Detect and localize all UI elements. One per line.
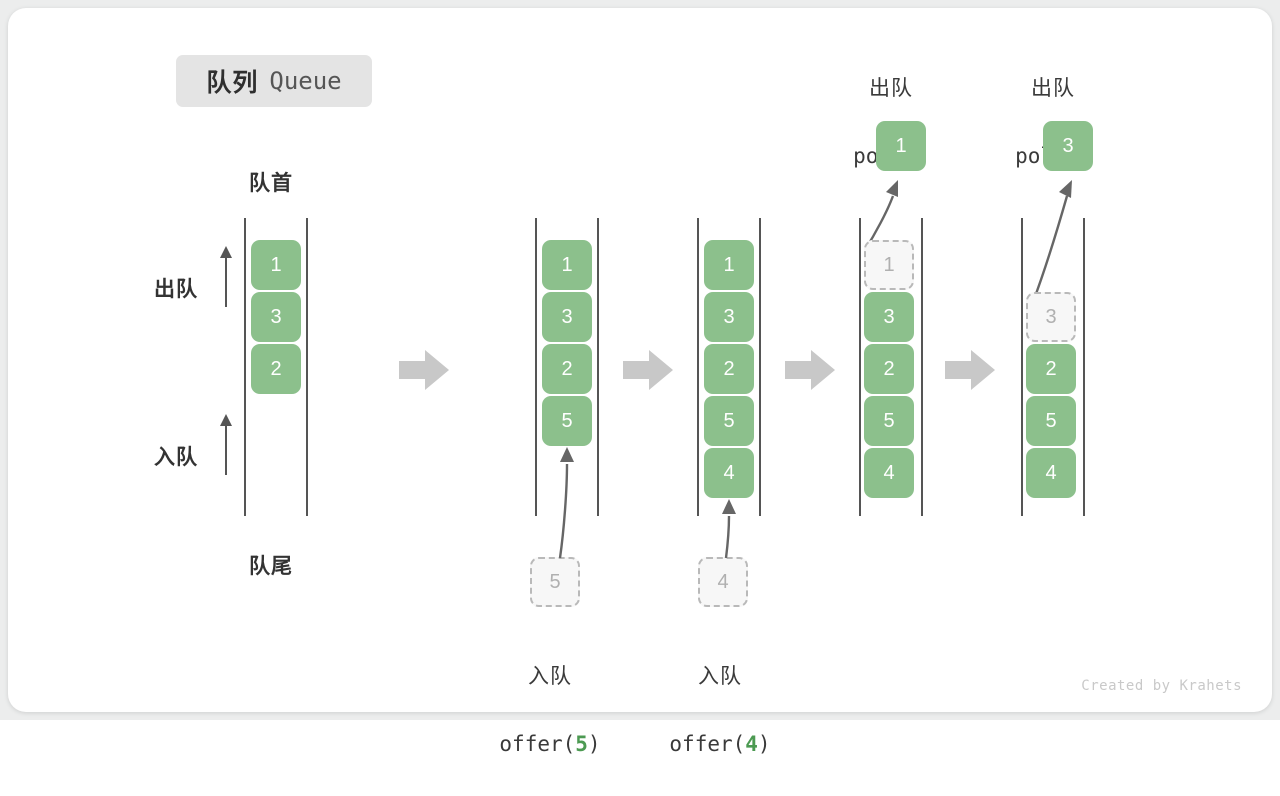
queue-element: 5 bbox=[864, 396, 914, 446]
queue-rail-right bbox=[1083, 218, 1085, 516]
queue-element: 3 bbox=[704, 292, 754, 342]
operation-signature-arg: 5 bbox=[575, 732, 588, 756]
operation-name: 出队 bbox=[869, 77, 913, 100]
queue-element-new: 4 bbox=[704, 448, 754, 498]
incoming-ghost-element: 5 bbox=[530, 557, 580, 607]
queue-element: 2 bbox=[704, 344, 754, 394]
queue-element: 3 bbox=[251, 292, 301, 342]
enqueue-direction-label: 入队 bbox=[154, 446, 198, 469]
queue-rail-left bbox=[244, 218, 246, 516]
operation-signature: offer(5) bbox=[460, 728, 640, 760]
queue-element: 4 bbox=[1026, 448, 1076, 498]
diagram-card: 队列 Queue 队首 队尾 出队 入队 1 3 2 bbox=[8, 8, 1272, 756]
step-arrow-icon bbox=[785, 350, 835, 390]
queue-rail-left bbox=[535, 218, 537, 516]
queue-rail-right bbox=[597, 218, 599, 516]
queue-element: 1 bbox=[251, 240, 301, 290]
queue-element: 3 bbox=[542, 292, 592, 342]
queue-element-new: 5 bbox=[542, 396, 592, 446]
queue-element: 2 bbox=[251, 344, 301, 394]
step-arrow-icon bbox=[399, 350, 449, 390]
queue-element: 2 bbox=[542, 344, 592, 394]
step-arrow-icon bbox=[623, 350, 673, 390]
queue-element: 5 bbox=[1026, 396, 1076, 446]
dequeue-arrow-icon bbox=[1031, 180, 1072, 303]
operation-signature-prefix: offer( bbox=[499, 732, 576, 756]
dequeue-direction-label: 出队 bbox=[154, 278, 198, 301]
queue-element: 5 bbox=[704, 396, 754, 446]
operation-caption-offer-4: 入队 offer(4) bbox=[630, 626, 810, 796]
queue-element: 1 bbox=[542, 240, 592, 290]
queue-element: 4 bbox=[864, 448, 914, 498]
operation-name: 入队 bbox=[698, 665, 742, 688]
queue-head-label: 队首 bbox=[249, 172, 293, 195]
queue-tail-label: 队尾 bbox=[249, 555, 293, 578]
queue-rail-left bbox=[859, 218, 861, 516]
title-chinese: 队列 bbox=[206, 69, 259, 97]
operation-signature: offer(4) bbox=[630, 728, 810, 760]
incoming-ghost-element: 4 bbox=[698, 557, 748, 607]
operation-signature-suffix: ) bbox=[757, 732, 771, 756]
queue-rail-right bbox=[921, 218, 923, 516]
queue-rail-right bbox=[759, 218, 761, 516]
diagram-canvas: 队列 Queue 队首 队尾 出队 入队 1 3 2 bbox=[0, 0, 1280, 756]
removed-ghost-element: 1 bbox=[864, 240, 914, 290]
operation-name: 入队 bbox=[528, 665, 572, 688]
removed-ghost-element: 3 bbox=[1026, 292, 1076, 342]
enqueue-arrow-icon bbox=[558, 447, 574, 559]
popped-element: 3 bbox=[1043, 121, 1093, 171]
operation-signature-suffix: ) bbox=[587, 732, 601, 756]
queue-element: 3 bbox=[864, 292, 914, 342]
operation-signature-arg: 4 bbox=[745, 732, 758, 756]
operation-name: 出队 bbox=[1031, 77, 1075, 100]
popped-element: 1 bbox=[876, 121, 926, 171]
queue-element: 2 bbox=[1026, 344, 1076, 394]
operation-caption-offer-5: 入队 offer(5) bbox=[460, 626, 640, 796]
queue-rail-left bbox=[697, 218, 699, 516]
enqueue-arrow-icon bbox=[722, 499, 736, 559]
operation-signature-prefix: offer( bbox=[669, 732, 746, 756]
queue-element: 1 bbox=[704, 240, 754, 290]
title-english: Queue bbox=[269, 67, 342, 95]
diagram-title-chip: 队列 Queue bbox=[176, 55, 372, 107]
queue-rail-left bbox=[1021, 218, 1023, 516]
credit-text: Created by Krahets bbox=[1081, 678, 1242, 694]
queue-element: 2 bbox=[864, 344, 914, 394]
dequeue-direction-arrow-icon bbox=[220, 246, 232, 307]
queue-rail-right bbox=[306, 218, 308, 516]
step-arrow-icon bbox=[945, 350, 995, 390]
enqueue-direction-arrow-icon bbox=[220, 414, 232, 475]
